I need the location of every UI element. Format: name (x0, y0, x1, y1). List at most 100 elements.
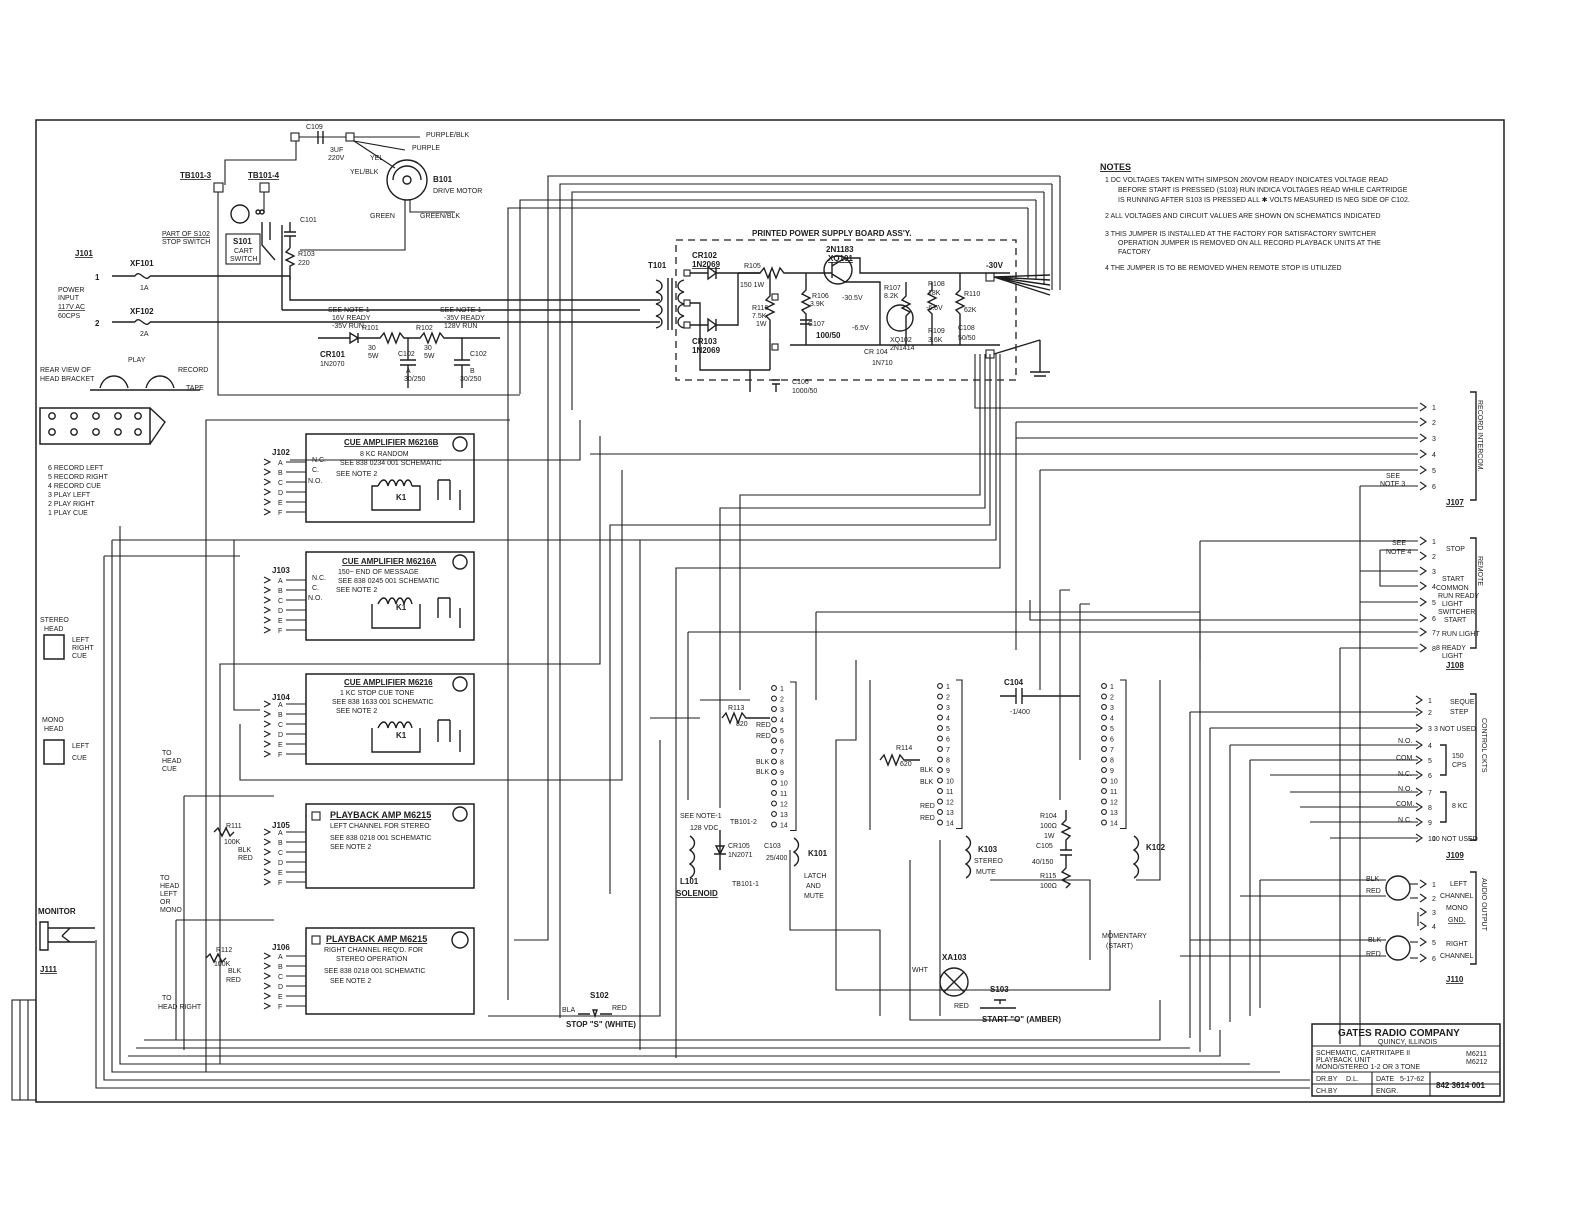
connector-pin-arrow (1415, 817, 1423, 827)
relay-contact-number: 8 (946, 758, 950, 765)
note-4: 4 THE JUMPER IS TO BE REMOVED WHEN REMOT… (1105, 265, 1342, 272)
connector-pin-number: 7 (1432, 630, 1436, 637)
drive-motor-label: DRIVE MOTOR (433, 188, 482, 195)
svg-text:-1/400: -1/400 (1010, 709, 1030, 716)
company-city: QUINCY, ILLINOIS (1378, 1039, 1437, 1046)
title-block-frame (1311, 1023, 1501, 1097)
connector-j108: J108 REMOTE STOP START COMMON RUN READY … (1386, 537, 1483, 670)
r102-label: R102 (416, 325, 433, 332)
head-legend-4: 3 PLAY LEFT (48, 492, 91, 499)
svg-text:SEE: SEE (1392, 540, 1406, 547)
svg-text:CPS: CPS (1452, 762, 1467, 769)
connector-pin-number: 5 (1432, 940, 1436, 947)
connector-pin-arrow (263, 616, 272, 624)
connector-pin-label: D (278, 608, 283, 615)
connector-pin-arrow (263, 750, 272, 758)
svg-text:BLK: BLK (228, 968, 242, 975)
relay-contact (937, 746, 943, 752)
relay-contact-number: 14 (1110, 821, 1118, 828)
mono-head-label-2: HEAD (44, 726, 63, 733)
relay-contact-number: 5 (1110, 726, 1114, 733)
svg-text:BLK: BLK (920, 767, 934, 774)
connector-pin-number: 8 (1428, 805, 1432, 812)
relay-contact (1101, 725, 1107, 731)
revision-strip (11, 999, 37, 1101)
svg-text:RUN READY: RUN READY (1438, 593, 1480, 600)
title-line-3: MONO/STEREO 1-2 OR 3 TONE (1316, 1064, 1420, 1071)
connector-pin-arrow (1415, 770, 1423, 780)
connector-pin-label: B (278, 964, 283, 971)
c109-voltage: 220V (328, 155, 345, 162)
playback-amp-2-sub2: SEE 838 0218 001 SCHEMATIC (324, 968, 425, 975)
r110-label: R110 (964, 291, 980, 298)
connector-pin-arrow (263, 576, 272, 584)
svg-text:1: 1 (95, 273, 100, 282)
amplifier-j104: CUE AMPLIFIER M6216 1 KC STOP CUE TONE S… (272, 673, 475, 765)
svg-text:C104: C104 (1004, 678, 1024, 687)
connector-pin-arrow (1419, 893, 1427, 903)
j101-label: J101 (75, 249, 93, 258)
relay-contact (1101, 714, 1107, 721)
cue-amp-1-sub3: SEE NOTE 2 (336, 471, 377, 478)
amplifier-j106: PLAYBACK AMP M6215 RIGHT CHANNEL REQ'D. … (272, 927, 475, 1015)
relay-bracket (956, 679, 963, 830)
relay-contact (937, 735, 943, 742)
drive-motor-shaft (402, 175, 412, 185)
cue-amp-m6216a-box (305, 551, 475, 641)
connector-pin-arrow (1419, 481, 1427, 491)
head-legend-5: 2 PLAY RIGHT (48, 501, 96, 508)
connector-pin-arrow (1419, 551, 1427, 561)
wire (514, 175, 1060, 941)
connector-pin-label: D (278, 732, 283, 739)
playback-input-resistors: R111 100K BLK RED R112 100K BLK RED (205, 823, 253, 984)
relay-contact (1101, 756, 1107, 763)
relay-contact-number: 10 (946, 779, 954, 786)
mono-head-label-1: MONO (42, 717, 64, 724)
svg-text:STEP: STEP (1450, 709, 1469, 716)
connector-pin-label: A (278, 954, 283, 961)
relay-contact-number: 13 (780, 812, 788, 819)
svg-text:100Ω: 100Ω (1040, 823, 1057, 830)
j107-label: J107 (1446, 498, 1464, 507)
cue-amp-3-title: CUE AMPLIFIER M6216 (344, 678, 433, 687)
head-pin (134, 428, 142, 436)
tb101-3-label: TB101-3 (180, 171, 212, 180)
connector-pin-arrow (1419, 953, 1427, 963)
c108-value: 50/50 (958, 335, 976, 342)
svg-text:CUE: CUE (162, 766, 177, 773)
relay-contact (771, 695, 777, 702)
j109-label: J109 (1446, 851, 1464, 860)
b101-label: B101 (433, 175, 453, 184)
connector-pin-arrow (1419, 536, 1427, 546)
head-pin (92, 428, 100, 436)
svg-text:CR105: CR105 (728, 843, 750, 850)
relay-contact-number: 3 (946, 705, 950, 712)
relay-contact (937, 767, 943, 773)
svg-text:8 READY: 8 READY (1436, 645, 1466, 652)
connector-pin-arrow (1419, 449, 1427, 459)
relay-contact-number: 2 (1110, 695, 1114, 702)
connector-pin-number: 6 (1428, 773, 1432, 780)
svg-text:40/150: 40/150 (1032, 859, 1054, 866)
svg-text:LATCH: LATCH (804, 873, 826, 880)
cue-amp-1-title: CUE AMPLIFIER M6216B (344, 438, 439, 447)
svg-text:820: 820 (736, 721, 748, 728)
title-block: GATES RADIO COMPANY QUINCY, ILLINOIS SCH… (1311, 1023, 1501, 1097)
wire (687, 631, 1418, 800)
wire (639, 354, 997, 1050)
power-supply-board: PRINTED POWER SUPPLY BOARD ASS'Y. T101 C… (648, 229, 1051, 395)
svg-text:BLK: BLK (920, 779, 934, 786)
relay-section: R113 820 RED RED BLK BLK R114 620 BLK BL… (562, 678, 1166, 1029)
relay-contact (1101, 683, 1107, 689)
svg-text:BLA: BLA (562, 1007, 576, 1014)
cue-amp-2-sub2: SEE 838 0245 001 SCHEMATIC (338, 578, 439, 585)
relay-contact-number: 4 (780, 718, 784, 725)
c101-label: C101 (300, 217, 317, 224)
relay-contact-number: 1 (1110, 684, 1114, 691)
head-bracket: REAR VIEW OF HEAD BRACKET PLAY RECORD TA… (38, 357, 208, 1011)
relay-bracket (1120, 679, 1127, 830)
stop-switch-label: STOP SWITCH (162, 239, 210, 246)
record-label: RECORD (178, 367, 208, 374)
motor-wire-purple: PURPLE (412, 145, 440, 152)
connector-pin-number: 2 (1428, 710, 1432, 717)
